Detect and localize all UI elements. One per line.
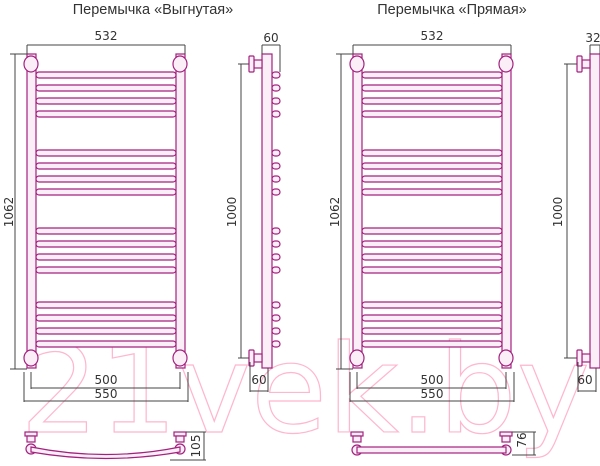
crossbar <box>35 340 177 348</box>
connection-nut <box>349 349 365 367</box>
crossbar <box>35 314 177 322</box>
wall-bracket <box>499 431 513 437</box>
bracket-stem <box>26 435 36 443</box>
dim-axis-width: 500 <box>421 373 444 387</box>
crossbar <box>361 175 503 183</box>
fitting <box>253 353 263 363</box>
wall-bracket <box>350 431 364 437</box>
crossbar <box>361 327 503 335</box>
bracket-stem <box>352 435 362 443</box>
crossbar <box>35 188 177 196</box>
dim-axis-width: 500 <box>95 373 118 387</box>
crossbar <box>35 253 177 261</box>
wall-bracket <box>173 431 187 437</box>
connection-nut <box>172 349 188 367</box>
crossbar <box>35 327 177 335</box>
crossbar <box>361 188 503 196</box>
crossbar-end <box>271 97 281 105</box>
crossbar <box>361 314 503 322</box>
crossbar <box>35 110 177 118</box>
dim-side-depth-top: 60 <box>263 31 278 45</box>
dim-bottom-depth: 105 <box>189 435 203 458</box>
crossbar <box>35 266 177 274</box>
curved-jumper <box>30 446 181 460</box>
crossbar-end <box>271 84 281 92</box>
crossbar <box>361 97 503 105</box>
crossbar <box>361 301 503 309</box>
crossbar <box>35 84 177 92</box>
crossbar <box>35 162 177 170</box>
fitting <box>581 59 591 69</box>
crossbar <box>35 71 177 79</box>
bracket-stem <box>175 435 185 443</box>
straight-jumper <box>356 446 507 454</box>
dim-side-depth-top: 32 <box>585 31 600 45</box>
fitting <box>581 353 591 363</box>
crossbar-end <box>271 110 281 118</box>
crossbar <box>361 266 503 274</box>
crossbar <box>361 110 503 118</box>
panel-curved <box>10 44 281 461</box>
crossbar-end <box>271 301 281 309</box>
crossbar-end <box>271 266 281 274</box>
crossbar <box>361 240 503 248</box>
right-rail <box>175 53 186 369</box>
crossbar-end <box>271 162 281 170</box>
bracket-stem <box>501 435 511 443</box>
side-tube <box>261 53 273 369</box>
crossbar <box>361 84 503 92</box>
crossbar-end <box>271 240 281 248</box>
dim-total-width: 550 <box>95 387 118 401</box>
crossbar-end <box>271 71 281 79</box>
crossbar-end <box>271 327 281 335</box>
dim-width-top: 532 <box>421 29 444 43</box>
dim-height: 1062 <box>2 197 16 228</box>
connection-nut <box>23 349 39 367</box>
fitting-flange <box>248 55 255 73</box>
title-curved: Перемычка «Выгнутая» <box>73 2 233 18</box>
crossbar <box>35 240 177 248</box>
crossbar <box>35 227 177 235</box>
side-tube <box>589 53 600 369</box>
right-rail <box>501 53 512 369</box>
wall-bracket <box>24 431 38 437</box>
crossbar <box>35 301 177 309</box>
crossbar-end <box>271 149 281 157</box>
dim-height: 1062 <box>328 197 342 228</box>
crossbar <box>35 97 177 105</box>
crossbar <box>35 149 177 157</box>
dim-side-depth-bottom: 60 <box>577 373 592 387</box>
connection-nut <box>349 55 365 73</box>
crossbar-end <box>271 175 281 183</box>
dim-width-top: 532 <box>95 29 118 43</box>
dim-axis-height: 1000 <box>225 197 239 228</box>
crossbar <box>361 149 503 157</box>
crossbar-end <box>271 188 281 196</box>
title-straight: Перемычка «Прямая» <box>377 2 527 18</box>
dim-side-depth-bottom: 60 <box>251 373 266 387</box>
dim-bottom-depth: 76 <box>515 432 529 447</box>
fitting <box>253 59 263 69</box>
crossbar-end <box>271 314 281 322</box>
panel-straight <box>336 44 600 456</box>
left-rail <box>352 53 363 369</box>
crossbar-end <box>271 227 281 235</box>
crossbar <box>361 253 503 261</box>
dim-total-width: 550 <box>421 387 444 401</box>
connection-nut <box>498 55 514 73</box>
crossbar <box>361 71 503 79</box>
connection-nut <box>498 349 514 367</box>
crossbar <box>361 340 503 348</box>
crossbar-end <box>271 253 281 261</box>
connection-nut <box>172 55 188 73</box>
connection-nut <box>23 55 39 73</box>
crossbar <box>361 227 503 235</box>
crossbar <box>35 175 177 183</box>
fitting-flange <box>576 55 583 73</box>
left-rail <box>26 53 37 369</box>
crossbar <box>361 162 503 170</box>
crossbar-end <box>271 340 281 348</box>
dim-axis-height: 1000 <box>551 197 565 228</box>
